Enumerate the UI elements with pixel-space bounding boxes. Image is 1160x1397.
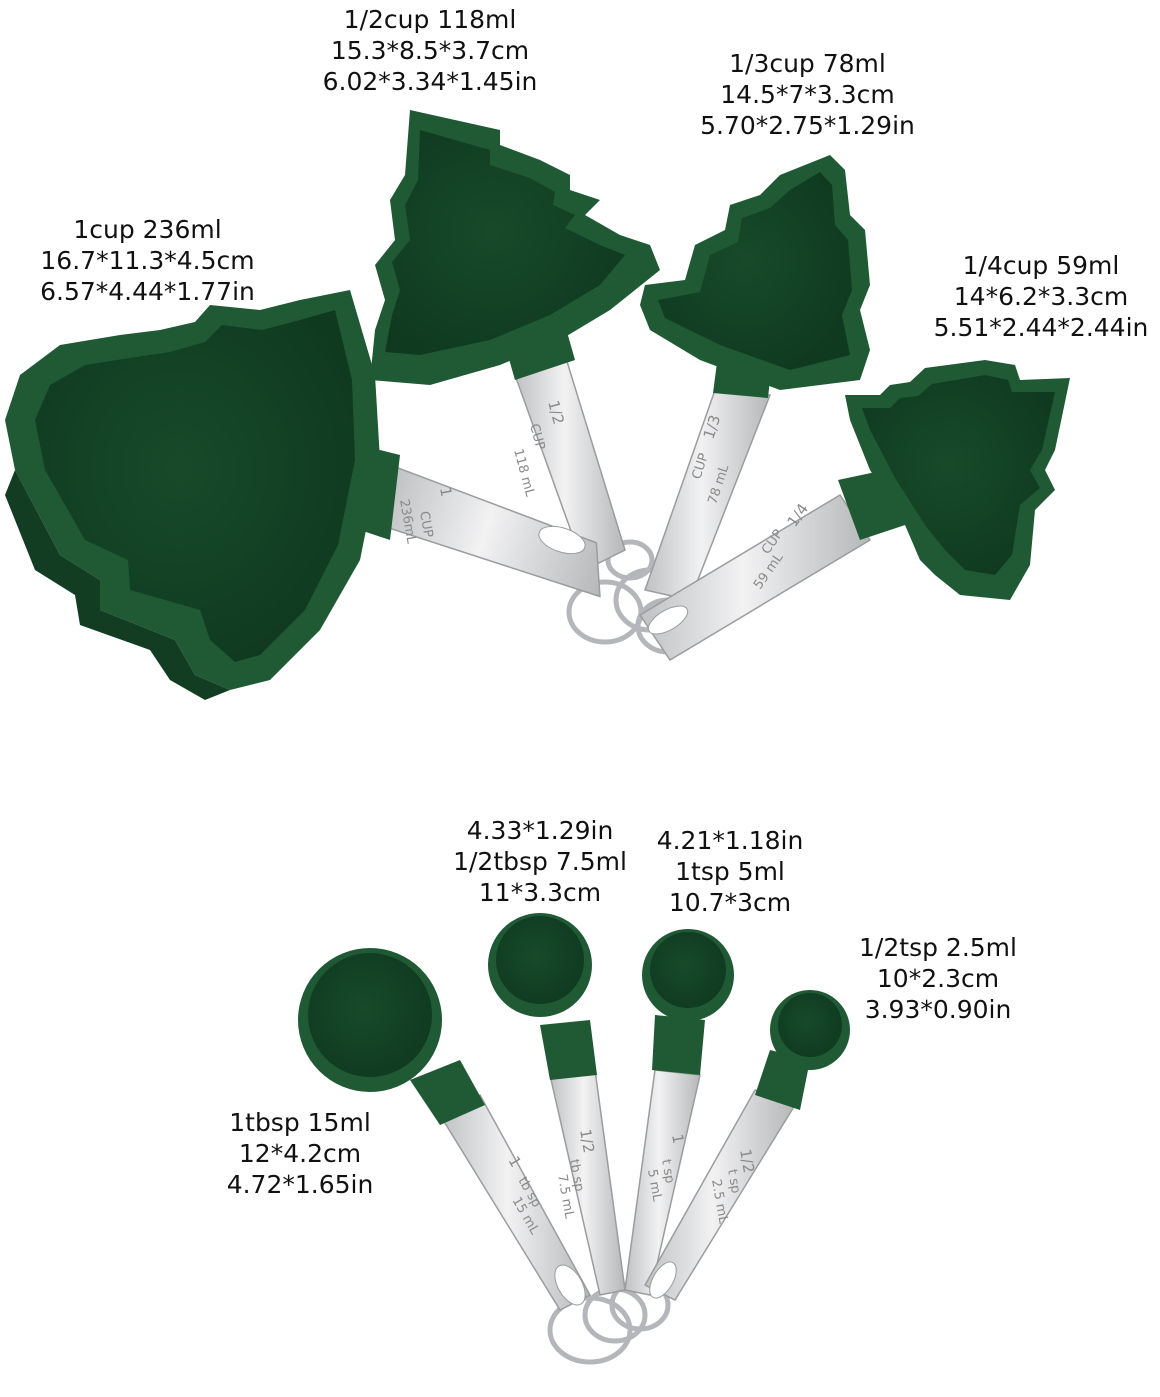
measuring-spoon-set: 1 tb sp 15 mL 1/2 tb sp 7.5 mL 1 t sp 5 … xyxy=(298,913,850,1365)
svg-text:tb sp: tb sp xyxy=(566,1158,586,1193)
spoon-half-tsp: 1/2 t sp 2.5 mL xyxy=(643,990,850,1301)
spoon-1tbsp: 1 tb sp 15 mL xyxy=(298,948,592,1311)
cup-one-engraving: 1 xyxy=(436,486,455,499)
cup-one-bowl xyxy=(5,290,380,700)
cup-quarter-bowl xyxy=(845,360,1070,600)
cup-label-third-cup: 1/3cup 78ml 14.5*7*3.3cm 5.70*2.75*1.29i… xyxy=(700,49,915,140)
cup-third-bowl xyxy=(640,155,870,390)
cup-label-quarter-cup: 1/4cup 59ml 14*6.2*3.3cm 5.51*2.44*2.44i… xyxy=(933,251,1149,342)
cup-label-1cup: 1cup 236ml 16.7*11.3*4.5cm 6.57*4.44*1.7… xyxy=(40,215,255,306)
svg-text:CUP: CUP xyxy=(526,422,547,452)
spoon-half-tbsp-engraving: 1/2 xyxy=(576,1128,598,1155)
spoon-label-1tbsp: 1tbsp 15ml 12*4.2cm 4.72*1.65in xyxy=(226,1108,374,1199)
spoon-label-1tsp: 4.21*1.18in 1tsp 5ml 10.7*3cm xyxy=(656,826,804,917)
spoon-half-tsp-engraving: 1/2 xyxy=(736,1148,758,1175)
cup-half-engraving: 1/2 xyxy=(544,398,568,426)
cup-label-half-cup: 1/2cup 118ml 15.3*8.5*3.7cm 6.02*3.34*1.… xyxy=(322,5,538,96)
svg-text:5 mL: 5 mL xyxy=(644,1168,665,1203)
svg-text:CUP: CUP xyxy=(416,510,435,539)
cup-half-bowl xyxy=(370,110,660,385)
spoon-1tsp-engraving: 1 xyxy=(668,1133,687,1146)
svg-text:t sp: t sp xyxy=(724,1168,743,1195)
measuring-cup-set: 1/2 CUP 118 mL 1/3 CUP 78 mL 1/4 CUP 59 … xyxy=(5,110,1070,700)
svg-text:t sp: t sp xyxy=(658,1158,677,1185)
spoon-label-half-tbsp: 4.33*1.29in 1/2tbsp 7.5ml 11*3.3cm xyxy=(453,816,627,907)
spoon-1tsp: 1 t sp 5 mL xyxy=(624,929,734,1296)
spoon-label-half-tsp: 1/2tsp 2.5ml 10*2.3cm 3.93*0.90in xyxy=(859,933,1017,1024)
spoon-half-tbsp: 1/2 tb sp 7.5 mL xyxy=(488,913,626,1296)
svg-text:118 mL: 118 mL xyxy=(510,447,537,499)
